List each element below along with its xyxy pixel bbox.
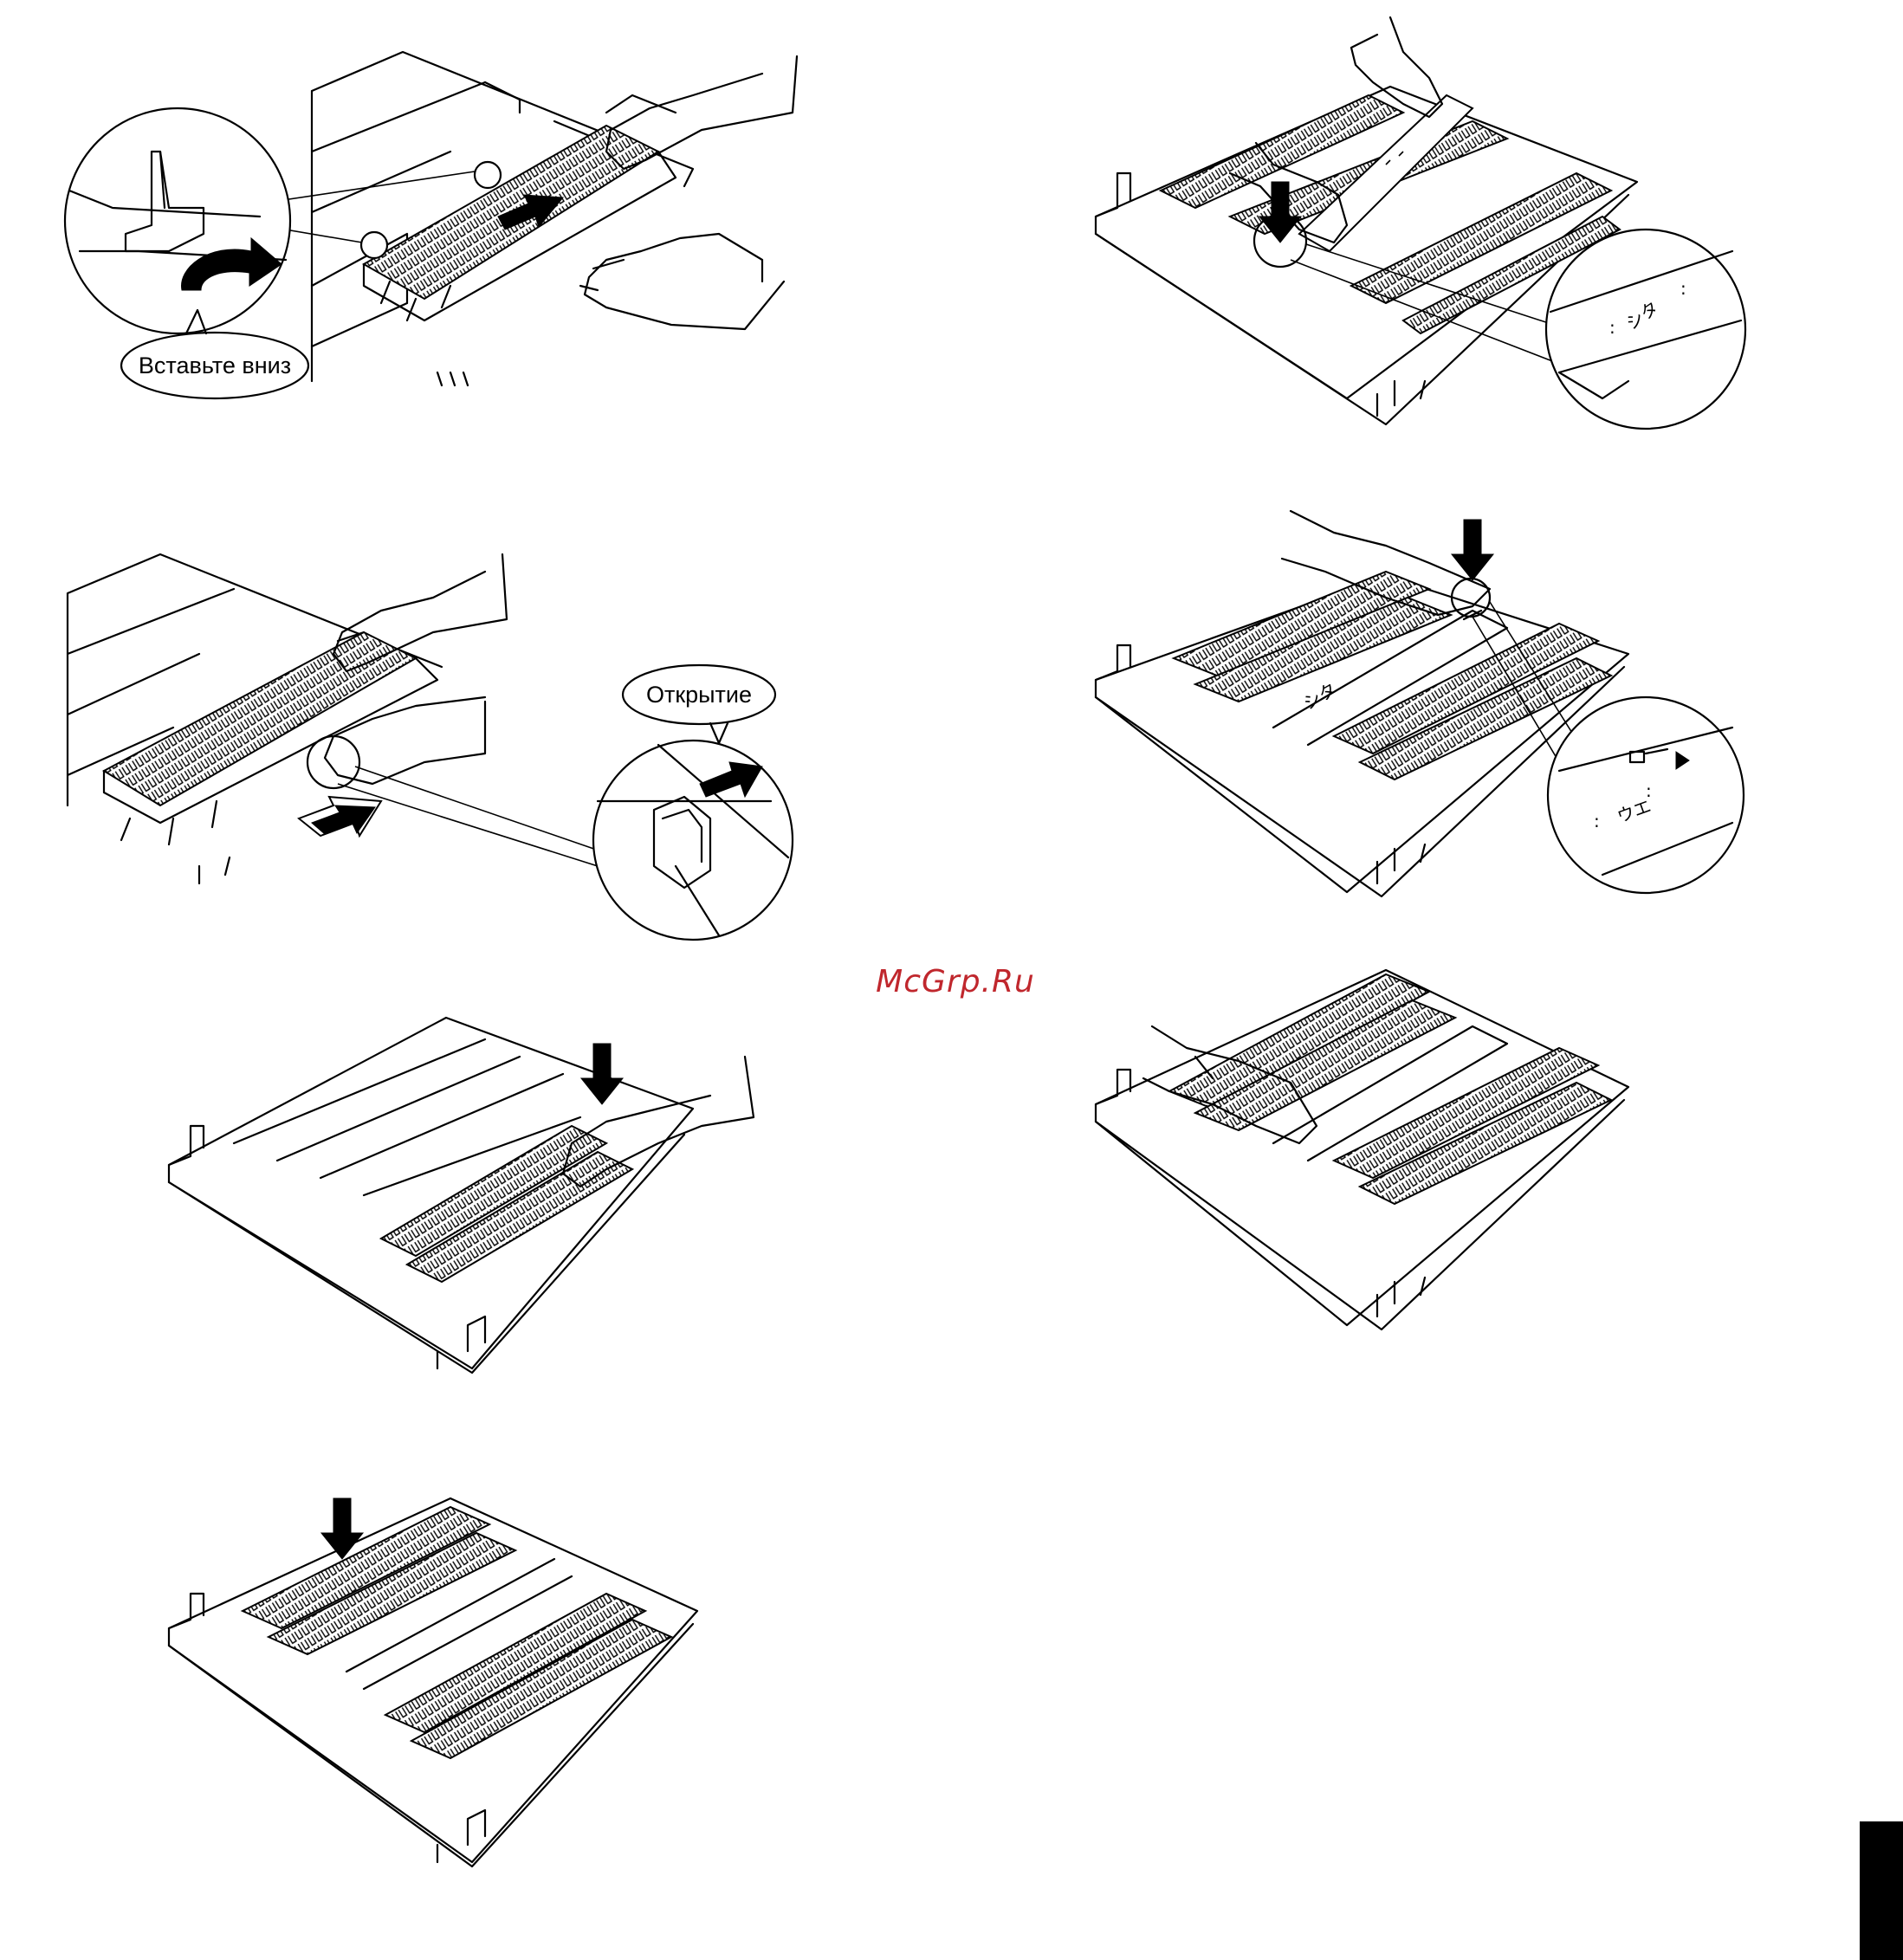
panel-step-1: Вставьте вниз bbox=[65, 52, 797, 398]
svg-text::: : bbox=[1594, 811, 1600, 831]
watermark: McGrp.Ru bbox=[876, 964, 1035, 999]
panel-step-2: シタ : : bbox=[1096, 17, 1745, 429]
svg-text::: : bbox=[1609, 317, 1615, 338]
page-side-tab bbox=[1860, 1821, 1903, 1960]
panel-step-5 bbox=[169, 1018, 754, 1373]
svg-text::: : bbox=[1680, 278, 1686, 299]
panel-step-6 bbox=[1096, 970, 1628, 1329]
insert-down-label: Вставьте вниз bbox=[139, 353, 291, 378]
open-label: Открытие bbox=[646, 682, 752, 708]
panel-step-7 bbox=[169, 1498, 697, 1866]
panel-step-4: シタ ウエ : : bbox=[1096, 511, 1744, 896]
panel-step-3: Открытие bbox=[68, 554, 793, 940]
svg-text::: : bbox=[1646, 780, 1652, 801]
